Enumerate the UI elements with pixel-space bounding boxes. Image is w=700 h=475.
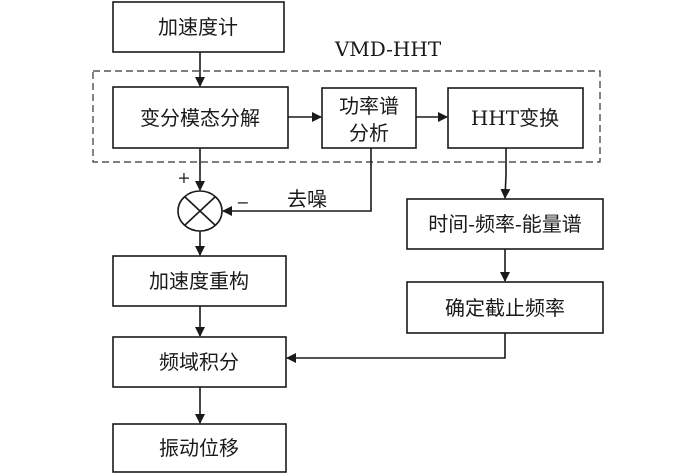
vmd-hht-group	[92, 70, 601, 163]
node-tfe-spectrum-label: 时间-频率-能量谱	[428, 212, 582, 236]
vmd-hht-label: VMD-HHT	[334, 37, 442, 61]
summing-junction	[177, 190, 223, 232]
node-accelerometer-label: 加速度计	[158, 15, 238, 39]
node-accelerometer: 加速度计	[112, 1, 285, 53]
node-hht-label: HHT变换	[471, 106, 559, 130]
plus-sign: +	[177, 168, 190, 187]
node-psd-label-line2: 分析	[349, 121, 389, 145]
node-vmd: 变分模态分解	[112, 86, 289, 149]
node-hht: HHT变换	[447, 87, 584, 149]
node-displacement-label: 振动位移	[159, 436, 239, 460]
node-vmd-label: 变分模态分解	[140, 106, 260, 130]
minus-sign: −	[236, 193, 249, 212]
node-acc-reconstruct-label: 加速度重构	[149, 269, 249, 293]
node-tfe-spectrum: 时间-频率-能量谱	[406, 198, 604, 250]
denoise-label: 去噪	[287, 187, 327, 211]
edge-psd-junction	[222, 148, 372, 216]
edge-cutoff-integration	[286, 333, 506, 363]
node-freq-integration-label: 频域积分	[159, 350, 239, 374]
node-psd-label-line1: 功率谱	[339, 94, 399, 118]
node-displacement: 振动位移	[112, 423, 287, 473]
node-cutoff-label: 确定截止频率	[445, 296, 565, 320]
node-freq-integration: 频域积分	[112, 336, 287, 388]
node-acc-reconstruct: 加速度重构	[112, 255, 287, 307]
node-cutoff: 确定截止频率	[406, 281, 604, 334]
edge-hht-tfe	[500, 148, 511, 199]
node-psd: 功率谱 分析	[321, 87, 417, 149]
